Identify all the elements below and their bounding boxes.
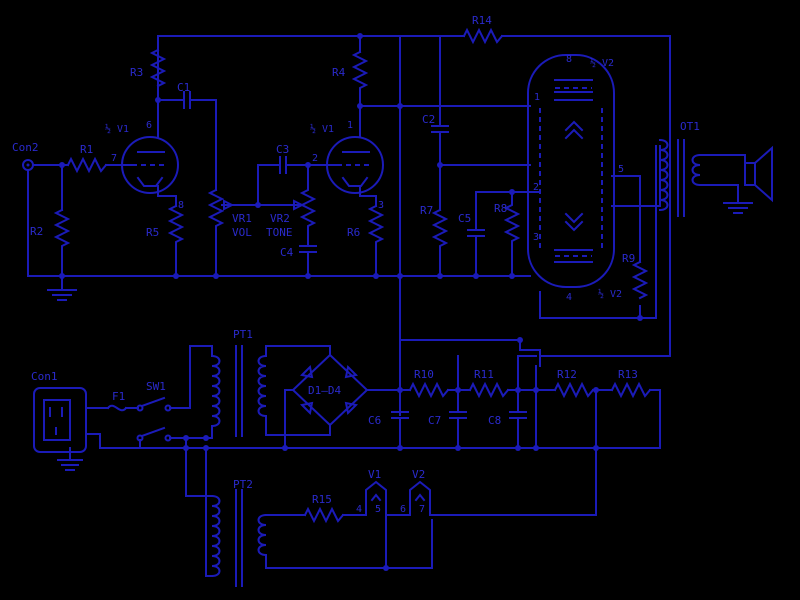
fuse-f1: F1 <box>106 390 128 412</box>
label-r7: R7 <box>420 204 433 217</box>
label-f1: F1 <box>112 390 125 403</box>
resistor-r12: R12 <box>553 368 595 399</box>
capacitor-c6: C6 <box>368 389 409 449</box>
label-ot1: OT1 <box>680 120 700 133</box>
resistor-r4: R4 <box>332 50 369 97</box>
pin-8: 8 <box>178 200 184 211</box>
resistor-r9: R9 <box>622 252 649 300</box>
label-pt2: PT2 <box>233 478 253 491</box>
label-d1-d4: D1–D4 <box>308 384 341 397</box>
pin-6: 6 <box>146 120 152 131</box>
switch-sw1[interactable]: SW1 <box>136 380 172 442</box>
bridge-rectifier-d1-d4: D1–D4 <box>291 353 369 427</box>
label-r8: R8 <box>494 202 507 215</box>
pin-1: 1 <box>347 120 353 131</box>
capacitor-c7: C7 <box>428 355 467 449</box>
label-r6: R6 <box>347 226 360 239</box>
label-vr2: VR2 <box>270 212 290 225</box>
resistor-r13: R13 <box>610 368 652 399</box>
v2-pin-4: 4 <box>566 292 572 303</box>
pin-7: 7 <box>111 153 117 164</box>
heater-v2: V2 6 7 <box>400 468 431 516</box>
heater-pin-4: 4 <box>356 504 362 515</box>
pin-3: 3 <box>378 200 384 211</box>
label-r11: R11 <box>474 368 494 381</box>
speaker-icon <box>744 145 773 203</box>
label-pt1: PT1 <box>233 328 253 341</box>
label-heater-v1: V1 <box>368 468 381 481</box>
heater-pin-7: 7 <box>419 504 425 515</box>
label-heater-v2: V2 <box>412 468 425 481</box>
resistor-r5: R5 <box>146 204 185 251</box>
label-r3: R3 <box>130 66 143 79</box>
potentiometer-vr2: VR2 TONE <box>266 164 317 241</box>
power-transformer-pt2: PT2 <box>210 478 268 587</box>
label-r10: R10 <box>414 368 434 381</box>
label-v2a: ½ V2 <box>590 57 614 69</box>
v2-pin-1: 1 <box>534 92 540 103</box>
label-r2: R2 <box>30 225 43 238</box>
label-con2: Con2 <box>12 141 39 154</box>
label-r15: R15 <box>312 493 332 506</box>
label-r14: R14 <box>472 14 492 27</box>
label-vol: VOL <box>232 226 252 239</box>
label-r13: R13 <box>618 368 638 381</box>
label-tone: TONE <box>266 226 293 239</box>
label-c4: C4 <box>280 246 294 259</box>
resistor-r10: R10 <box>408 368 450 399</box>
label-c3: C3 <box>276 143 289 156</box>
v2-pin-8: 8 <box>566 54 572 65</box>
heater-pin-5: 5 <box>375 504 381 515</box>
resistor-r14: R14 <box>462 14 504 45</box>
heater-v1: V1 4 5 <box>356 468 387 516</box>
label-r1: R1 <box>80 143 93 156</box>
potentiometer-vr1: VR1 VOL <box>207 188 252 277</box>
label-v1b: ½ V1 <box>310 123 334 135</box>
resistor-r8: R8 <box>494 191 521 277</box>
capacitor-c1: C1 <box>177 81 197 109</box>
label-v2b: ½ V2 <box>598 288 622 300</box>
power-transformer-pt1: PT1 <box>210 328 268 439</box>
label-con1: Con1 <box>31 370 58 383</box>
label-r5: R5 <box>146 226 159 239</box>
label-vr1: VR1 <box>232 212 252 225</box>
label-c5: C5 <box>458 212 471 225</box>
v2-pin-2: 2 <box>533 182 539 193</box>
label-c6: C6 <box>368 414 381 427</box>
resistor-r7: R7 <box>420 204 449 277</box>
wires-input <box>27 164 401 301</box>
capacitor-c5: C5 <box>458 191 485 277</box>
v2-pin-3: 3 <box>533 232 539 243</box>
resistor-r6: R6 <box>347 204 385 251</box>
label-sw1: SW1 <box>146 380 166 393</box>
v2-pin-5: 5 <box>618 164 624 175</box>
label-r4: R4 <box>332 66 346 79</box>
capacitor-c8: C8 <box>488 355 527 449</box>
resistor-r3: R3 <box>130 48 167 88</box>
power-inlet-con1: Con1 <box>31 370 87 453</box>
label-v1a: ½ V1 <box>105 123 129 135</box>
output-transformer-ot1: OT1 <box>658 120 702 217</box>
capacitor-c3: C3 <box>274 143 321 174</box>
resistor-r15: R15 <box>303 493 345 524</box>
resistor-r2: R2 <box>30 208 71 255</box>
label-c2: C2 <box>422 113 435 126</box>
label-c7: C7 <box>428 414 441 427</box>
resistor-r11: R11 <box>468 368 510 399</box>
label-r9: R9 <box>622 252 635 265</box>
tube-v1a: ½ V1 7 6 8 <box>105 120 184 211</box>
tube-v1b: ½ V1 2 1 3 <box>310 120 384 211</box>
heater-pin-6: 6 <box>400 504 406 515</box>
capacitor-c2: C2 <box>422 113 449 211</box>
label-c1: C1 <box>177 81 190 94</box>
tube-v2: 8 1 2 3 5 4 ½ V2 ½ V2 <box>527 54 624 303</box>
label-r12: R12 <box>557 368 577 381</box>
capacitor-c4: C4 <box>280 239 317 277</box>
pin-2: 2 <box>312 153 318 164</box>
resistor-r1: R1 <box>66 143 108 174</box>
label-c8: C8 <box>488 414 501 427</box>
